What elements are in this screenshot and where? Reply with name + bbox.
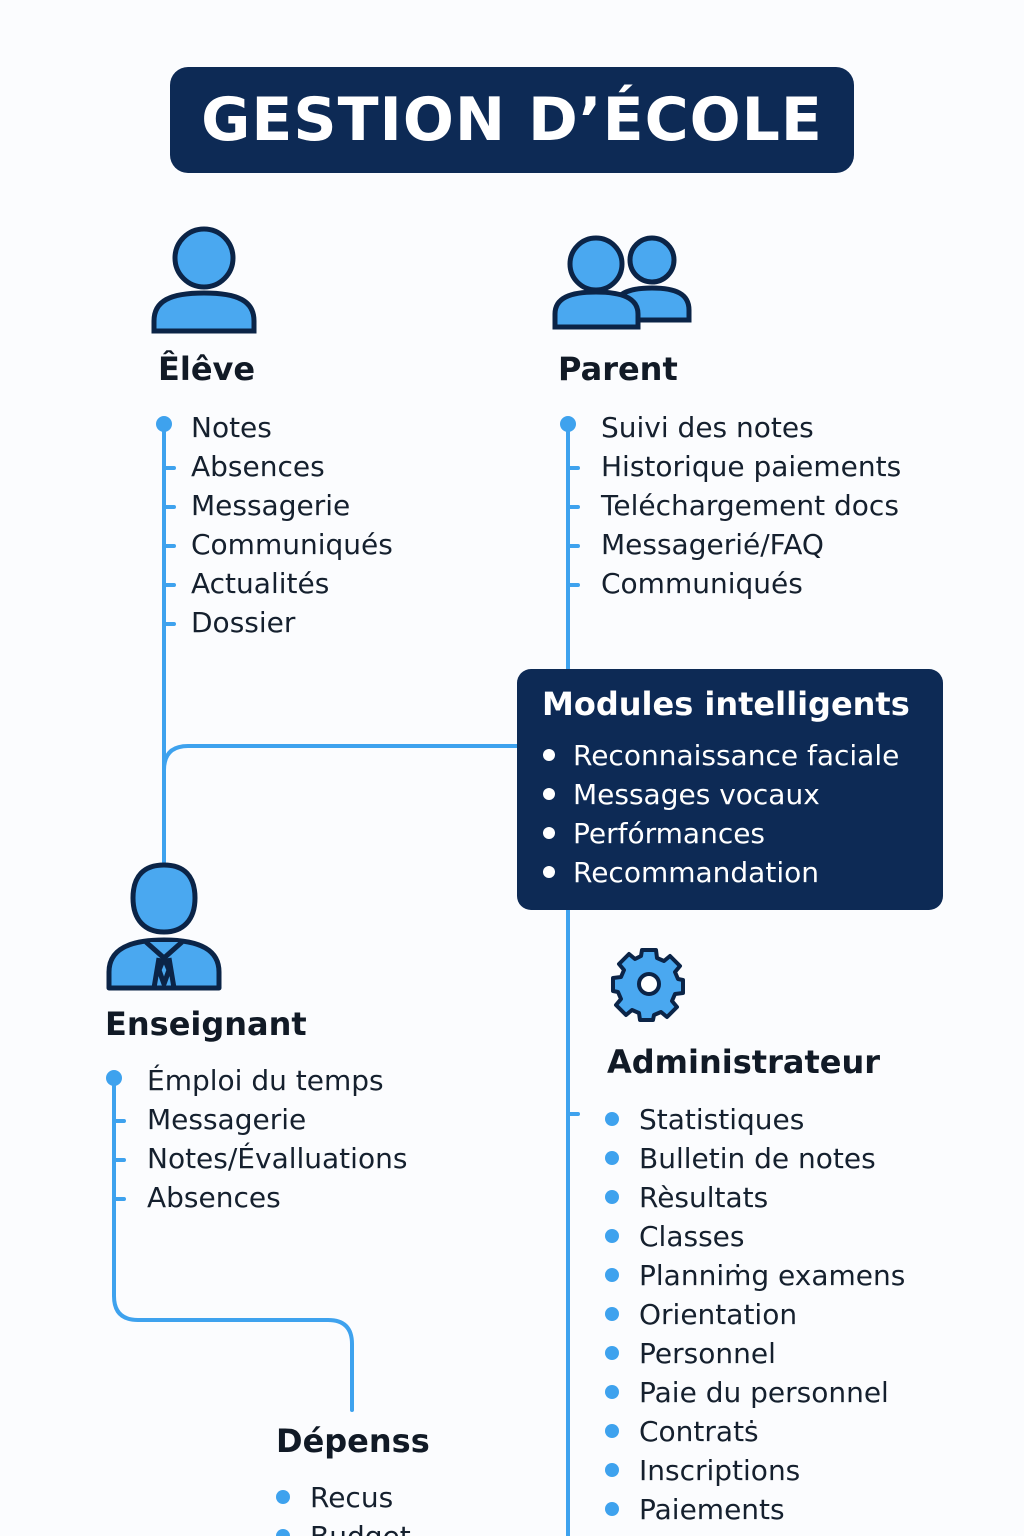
administrateur-feature-label: Contratṡ <box>639 1415 759 1448</box>
administrateur-feature-label: Classes <box>639 1220 745 1253</box>
depenses-heading: Dépenss <box>276 1422 430 1460</box>
administrateur-feature-item[interactable]: Bulletin de notes <box>605 1139 905 1178</box>
administrateur-feature-label: Personnel <box>639 1337 776 1370</box>
administrateur-feature-item[interactable]: Paiements <box>605 1490 905 1529</box>
bullet-dot <box>276 1490 290 1504</box>
administrateur-feature-item[interactable]: Personnel <box>605 1334 905 1373</box>
administrateur-feature-item[interactable]: Classes <box>605 1217 905 1256</box>
bullet-dot <box>605 1190 619 1204</box>
page-title: GESTION D’ÉCOLE <box>201 85 823 155</box>
bullet-dot <box>605 1151 619 1165</box>
bullet-dot <box>543 827 555 839</box>
bullet-dot <box>276 1529 290 1536</box>
administrateur-feature-label: Statistiques <box>639 1103 805 1136</box>
administrateur-feature-label: Orientation <box>639 1298 798 1331</box>
parent-heading: Parent <box>558 350 678 388</box>
bullet-dot <box>605 1346 619 1360</box>
module-item[interactable]: Reconnaissance faciale <box>542 736 899 775</box>
administrateur-feature-label: Paie du personnel <box>639 1376 889 1409</box>
gear-icon <box>611 948 685 1022</box>
modules-heading: Modules intelligents <box>542 685 910 723</box>
administrateur-features-list: Statistiques Bulletin de notes Rèsultats… <box>605 1100 905 1529</box>
eleve-feature-item[interactable]: Actualités <box>191 567 330 600</box>
modules-list: Reconnaissance faciale Messages vocaux P… <box>542 736 899 892</box>
parent-feature-item[interactable]: Suivi des notes <box>601 411 814 444</box>
bullet-dot <box>543 749 555 761</box>
bullet-dot <box>605 1229 619 1243</box>
administrateur-feature-item[interactable]: Contratṡ <box>605 1412 905 1451</box>
administrateur-feature-label: Bulletin de notes <box>639 1142 876 1175</box>
administrateur-feature-label: Rèsultats <box>639 1181 769 1214</box>
administrateur-feature-label: Inscriptions <box>639 1454 801 1487</box>
teacher-icon <box>106 862 222 991</box>
administrateur-feature-item[interactable]: Planniṁg examens <box>605 1256 905 1295</box>
depenses-feature-label: Budget <box>310 1520 411 1536</box>
bullet-dot <box>605 1268 619 1282</box>
parent-feature-item[interactable]: Communiqués <box>601 567 803 600</box>
enseignant-feature-item[interactable]: Notes/Évalluations <box>147 1142 408 1175</box>
bullet-dot <box>543 866 555 878</box>
enseignant-features-list: Émploi du temps Messagerie Notes/Évallua… <box>147 1061 407 1217</box>
bullet-dot <box>605 1385 619 1399</box>
parent-feature-item[interactable]: Messagerié/FAQ <box>601 528 824 561</box>
enseignant-feature-item[interactable]: Absences <box>147 1181 281 1214</box>
bullet-dot <box>605 1424 619 1438</box>
eleve-heading: Êlêve <box>158 350 256 388</box>
eleve-feature-item[interactable]: Dossier <box>191 606 296 639</box>
bullet-dot <box>543 788 555 800</box>
parent-features-list: Suivi des notes Historique paiements Tel… <box>601 408 901 603</box>
title-banner: GESTION D’ÉCOLE <box>170 67 854 173</box>
module-item[interactable]: Recommandation <box>542 853 899 892</box>
administrateur-heading: Administrateur <box>607 1043 881 1081</box>
administrateur-feature-item[interactable]: Inscriptions <box>605 1451 905 1490</box>
administrateur-feature-item[interactable]: Paie du personnel <box>605 1373 905 1412</box>
student-icon <box>151 226 257 334</box>
bullet-dot <box>605 1502 619 1516</box>
module-item-label: Reconnaissance faciale <box>573 739 900 772</box>
eleve-feature-item[interactable]: Messagerie <box>191 489 351 522</box>
eleve-feature-item[interactable]: Absences <box>191 450 325 483</box>
bullet-dot <box>605 1307 619 1321</box>
administrateur-feature-label: Planniṁg examens <box>639 1259 906 1292</box>
administrateur-feature-item[interactable]: Orientation <box>605 1295 905 1334</box>
module-item-label: Perfórmances <box>573 817 766 850</box>
enseignant-feature-item[interactable]: Émploi du temps <box>147 1064 384 1097</box>
enseignant-feature-item[interactable]: Messagerie <box>147 1103 307 1136</box>
eleve-feature-item[interactable]: Notes <box>191 411 272 444</box>
parents-icon <box>552 235 692 330</box>
depenses-features-list: Recus Budget <box>276 1478 411 1536</box>
parent-feature-item[interactable]: Teléchargement docs <box>601 489 899 522</box>
module-item-label: Recommandation <box>573 856 819 889</box>
module-item-label: Messages vocaux <box>573 778 820 811</box>
parent-feature-item[interactable]: Historique paiements <box>601 450 902 483</box>
module-item[interactable]: Perfórmances <box>542 814 899 853</box>
eleve-features-list: Notes Absences Messagerie Communiqués Ac… <box>191 408 393 642</box>
administrateur-feature-item[interactable]: Rèsultats <box>605 1178 905 1217</box>
administrateur-feature-item[interactable]: Statistiques <box>605 1100 905 1139</box>
administrateur-feature-label: Paiements <box>639 1493 785 1526</box>
bullet-dot <box>605 1112 619 1126</box>
depenses-feature-item[interactable]: Budget <box>276 1517 411 1536</box>
depenses-feature-label: Recus <box>310 1481 394 1514</box>
enseignant-heading: Enseignant <box>105 1005 307 1043</box>
modules-intelligents-box: Modules intelligents Reconnaissance faci… <box>517 669 943 910</box>
depenses-feature-item[interactable]: Recus <box>276 1478 411 1517</box>
module-item[interactable]: Messages vocaux <box>542 775 899 814</box>
bullet-dot <box>605 1463 619 1477</box>
eleve-feature-item[interactable]: Communiqués <box>191 528 393 561</box>
